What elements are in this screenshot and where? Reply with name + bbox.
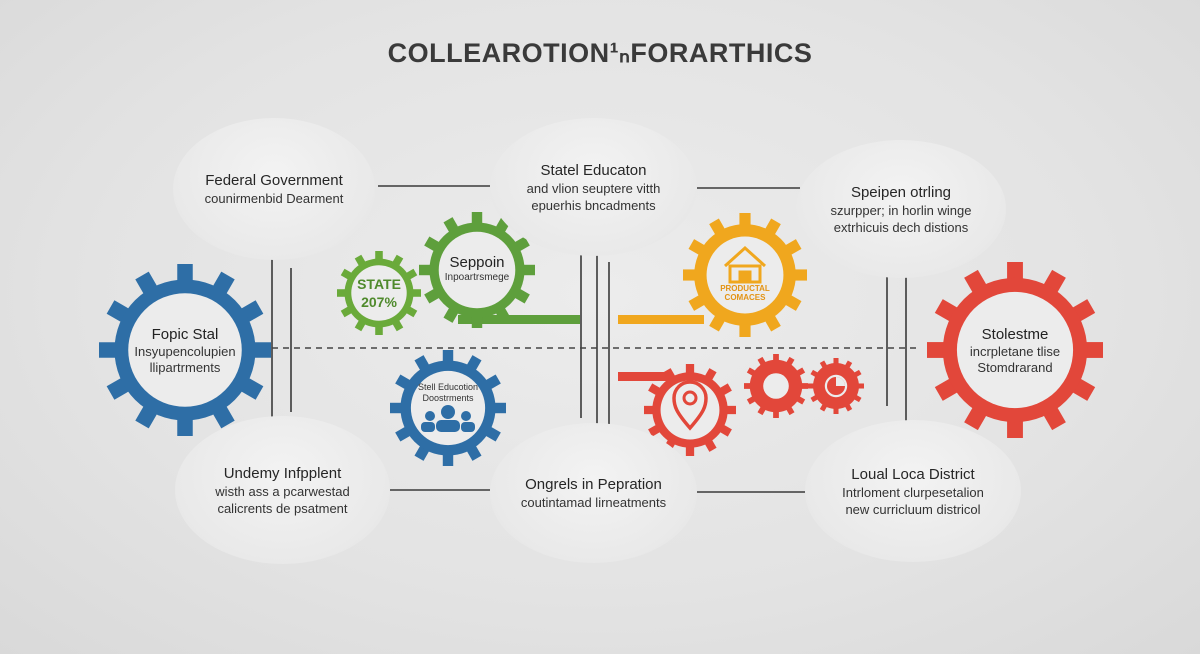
gear-title: Fopic Stal	[151, 325, 219, 343]
gear-green-large	[419, 212, 535, 328]
gear-text: COMACES	[724, 293, 766, 302]
bubble-speipen: Speipen otrling szurpper; in horlin wing…	[796, 140, 1006, 278]
bubble-title: Loual Loca District	[851, 465, 975, 483]
gear-blue-left	[99, 264, 271, 436]
bubble-text: counirmenbid Dearment	[204, 191, 344, 206]
bubble-title: Federal Government	[205, 172, 343, 189]
gear-label-green-small: STATE 207%	[344, 272, 414, 314]
gear-text: incrpletane tlise	[969, 343, 1061, 359]
bubble-text: coutintamad lirneatments	[520, 495, 667, 510]
gear-text: Insyupencolupien	[134, 343, 236, 359]
house-icon	[723, 245, 767, 284]
gear-text: STATE	[357, 276, 401, 292]
gear-title: Stolestme	[981, 325, 1049, 343]
yellow-connector-bar	[618, 315, 704, 324]
bubble-title: Undemy Infpplent	[223, 464, 342, 482]
bubble-title: Ongrels in Pepration	[525, 476, 662, 493]
bubble-text: new curricluum districol	[845, 501, 981, 517]
bubble-text: and vlion seuptere vitth	[526, 180, 661, 196]
bubble-text: extrhicuis dech distions	[833, 219, 969, 235]
gear-text: Stomdrarand	[977, 359, 1053, 375]
gear-green-small	[337, 251, 421, 335]
gear-label-blue-left: Fopic Stal Insyupencolupien llipartrment…	[105, 310, 265, 390]
bubble-state-education: Statel Educaton and vlion seuptere vitth…	[490, 118, 697, 256]
location-pin-icon	[672, 380, 708, 431]
bubble-text: calicrents de psatment	[217, 500, 348, 516]
gear-text: Stell Educotion	[417, 382, 479, 392]
bubble-title: Statel Educaton	[540, 161, 647, 179]
bubble-local-district: Loual Loca District Intrloment clurpeset…	[805, 420, 1021, 562]
bubble-federal-government: Federal Government counirmenbid Dearment	[173, 118, 375, 260]
people-icon	[421, 405, 475, 432]
bubble-text: Intrloment clurpesetalion	[842, 484, 984, 500]
bubble-text: epuerhis bncadments	[531, 197, 656, 213]
green-connector-bar	[458, 315, 580, 324]
gear-text: llipartrments	[149, 359, 221, 375]
bubble-ongrels: Ongrels in Pepration coutintamad lirneat…	[490, 423, 697, 563]
gear-label-yellow: PRODUCTAL COMACES	[705, 282, 785, 304]
gear-label-green-large: Seppoin Inpoartrsmege	[422, 246, 532, 290]
gear-label-blue-center: Stell Educotion Doostrments	[403, 380, 493, 406]
connector-lines	[271, 185, 907, 493]
gear-text: Inpoartrsmege	[444, 271, 510, 283]
gear-text: 207%	[361, 294, 397, 310]
pie-chart-icon	[827, 377, 845, 395]
bubble-undemy: Undemy Infpplent wisth ass a pcarwestad …	[175, 416, 390, 564]
bubble-text: wisth ass a pcarwestad	[215, 483, 350, 499]
gear-title: Seppoin	[449, 253, 505, 271]
gear-red-right	[927, 262, 1103, 438]
bubble-text: szurpper; in horlin winge	[830, 202, 972, 218]
gear-text: PRODUCTAL	[720, 284, 770, 293]
gear-red-small-2	[744, 354, 808, 418]
gear-label-red-right: Stolestme incrpletane tlise Stomdrarand	[935, 310, 1095, 390]
page-title: COLLEAROTION¹ₙFORARTHICS	[387, 38, 813, 68]
gear-text: Doostrments	[422, 393, 474, 403]
red-connector-bar	[618, 372, 668, 381]
bubble-title: Speipen otrling	[850, 183, 952, 201]
